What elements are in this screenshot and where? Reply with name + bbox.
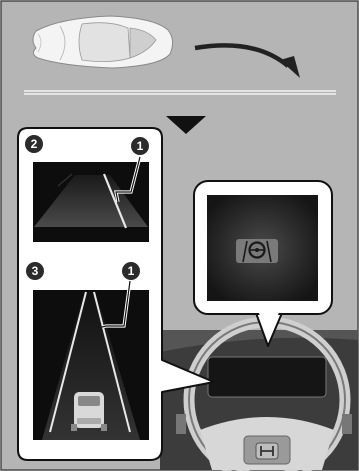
callout-badge-3: 3 [26,262,44,280]
callout-number: 2 [31,137,38,151]
callout-badge-2: 2 [25,135,43,153]
car-top-view-icon [33,16,173,68]
h-emblem-icon [256,443,278,459]
callout-badge-1-top: 1 [131,137,149,155]
callout-number: 3 [32,264,39,278]
steering-wheel-lane-icon [236,239,278,263]
callout-number: 1 [137,139,144,153]
vehicle-icon [71,392,107,431]
callout-number: 1 [128,264,135,278]
callout-badge-1-bottom: 1 [122,262,140,280]
